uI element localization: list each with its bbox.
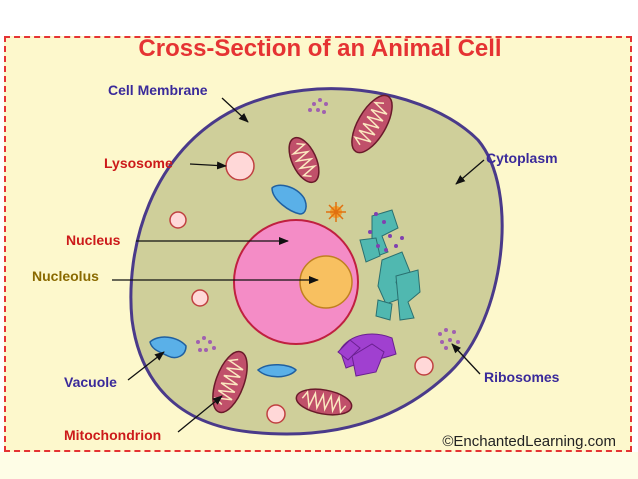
copyright-text: ©EnchantedLearning.com xyxy=(442,433,616,450)
label-ribosomes: Ribosomes xyxy=(484,369,560,385)
arrow-vacuole xyxy=(127,351,165,381)
arrow-lysosome xyxy=(189,161,227,170)
arrow-mitochondrion xyxy=(177,395,223,433)
nucleus xyxy=(233,219,359,345)
vacuoles xyxy=(149,184,307,378)
arrow-ribosomes xyxy=(451,343,481,375)
page-title: Cross-Section of an Animal Cell xyxy=(138,35,501,62)
golgi-apparatus xyxy=(337,333,397,377)
label-cell-membrane: Cell Membrane xyxy=(108,82,208,98)
ribosome-clusters xyxy=(196,98,460,352)
nucleolus xyxy=(299,255,353,309)
label-vacuole: Vacuole xyxy=(64,374,117,390)
centriole xyxy=(326,202,346,222)
label-nucleus: Nucleus xyxy=(66,232,121,248)
bottom-band xyxy=(0,452,638,479)
label-lysosome: Lysosome xyxy=(104,155,173,171)
er-ribosome-dots xyxy=(368,212,404,252)
label-nucleolus: Nucleolus xyxy=(32,268,99,284)
lysosomes xyxy=(169,151,434,424)
arrow-cell-membrane xyxy=(221,97,249,123)
label-mitochondrion: Mitochondrion xyxy=(64,427,161,443)
label-cytoplasm: Cytoplasm xyxy=(486,150,558,166)
arrow-cytoplasm xyxy=(455,159,485,185)
